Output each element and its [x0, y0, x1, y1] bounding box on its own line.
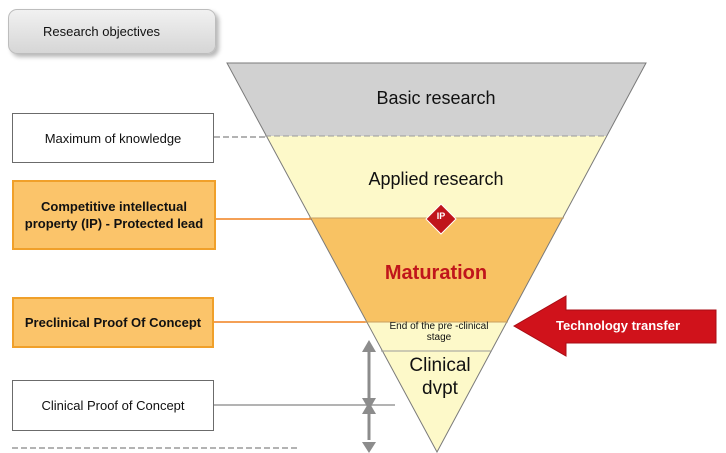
research-objectives-header: Research objectives — [8, 9, 216, 54]
stage-label-applied-research: Applied research — [368, 169, 504, 189]
stage-label-clinical-dvpt: Clinical dvpt — [409, 355, 471, 399]
stage-label-basic-research: Basic research — [376, 88, 496, 108]
ip-badge-icon — [425, 203, 457, 235]
objective-competitive-ip: Competitive intellectual property (IP) -… — [12, 180, 216, 250]
objective-maximum-knowledge: Maximum of knowledge — [12, 113, 214, 163]
technology-transfer-arrow — [512, 295, 717, 357]
stage-label-maturation: Maturation — [384, 262, 488, 284]
objective-clinical-poc: Clinical Proof of Concept — [12, 380, 214, 431]
funnel-outline — [226, 62, 647, 453]
ip-badge-label: IP — [436, 211, 446, 221]
band-basic-research — [227, 63, 646, 136]
technology-transfer-label: Technology transfer — [556, 318, 681, 333]
stage-label-end-preclinical: End of the pre -clinical stage — [389, 321, 489, 343]
objective-preclinical-poc: Preclinical Proof Of Concept — [12, 297, 214, 348]
clinical-span-arrows — [362, 340, 376, 453]
